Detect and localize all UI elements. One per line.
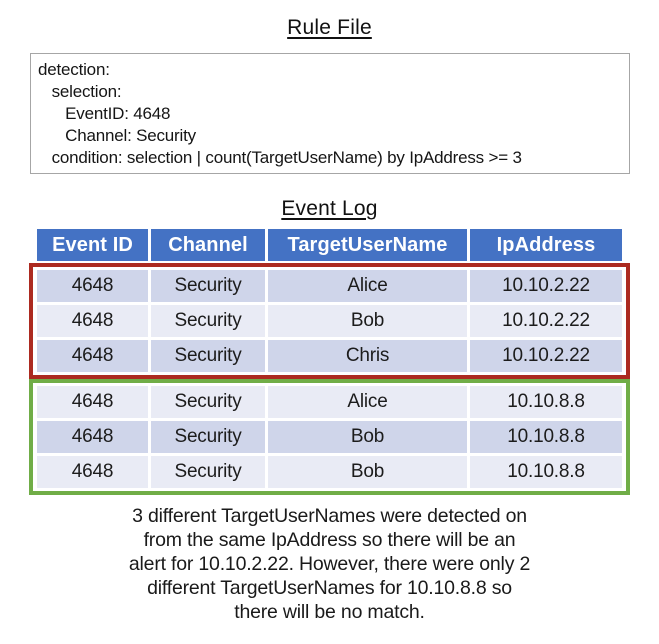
event-log-table: Event ID Channel TargetUserName IpAddres… — [29, 229, 630, 495]
cell-ipaddress: 10.10.2.22 — [470, 305, 622, 337]
table-row: 4648 Security Alice 10.10.2.22 — [37, 270, 622, 302]
cell-channel: Security — [151, 421, 265, 453]
rule-line-condition: condition: selection | count(TargetUserN… — [38, 148, 522, 167]
table-header-row: Event ID Channel TargetUserName IpAddres… — [37, 229, 622, 261]
table-row: 4648 Security Bob 10.10.8.8 — [37, 456, 622, 488]
cell-ipaddress: 10.10.2.22 — [470, 270, 622, 302]
rule-file-box: detection: selection: EventID: 4648 Chan… — [30, 53, 630, 174]
table-row: 4648 Security Bob 10.10.8.8 — [37, 421, 622, 453]
no-match-group-highlight-green: 4648 Security Alice 10.10.8.8 4648 Secur… — [29, 379, 630, 495]
caption-line: there will be no match. — [234, 601, 425, 623]
cell-event-id: 4648 — [37, 456, 148, 488]
cell-targetusername: Bob — [268, 421, 467, 453]
cell-event-id: 4648 — [37, 421, 148, 453]
rule-line-selection: selection: — [38, 82, 122, 101]
cell-event-id: 4648 — [37, 270, 148, 302]
cell-channel: Security — [151, 340, 265, 372]
cell-channel: Security — [151, 456, 265, 488]
cell-ipaddress: 10.10.8.8 — [470, 456, 622, 488]
cell-targetusername: Bob — [268, 456, 467, 488]
rule-line-detection: detection: — [38, 60, 110, 79]
header-ipaddress: IpAddress — [470, 229, 622, 261]
cell-targetusername: Alice — [268, 270, 467, 302]
header-targetusername: TargetUserName — [268, 229, 467, 261]
cell-event-id: 4648 — [37, 305, 148, 337]
cell-targetusername: Alice — [268, 386, 467, 418]
cell-targetusername: Chris — [268, 340, 467, 372]
cell-ipaddress: 10.10.8.8 — [470, 421, 622, 453]
header-event-id: Event ID — [37, 229, 148, 261]
cell-channel: Security — [151, 305, 265, 337]
table-row: 4648 Security Bob 10.10.2.22 — [37, 305, 622, 337]
event-log-title: Event Log — [281, 197, 378, 220]
cell-channel: Security — [151, 270, 265, 302]
caption-line: from the same IpAddress so there will be… — [143, 529, 516, 551]
caption-line: different TargetUserNames for 10.10.8.8 … — [147, 577, 512, 599]
cell-ipaddress: 10.10.2.22 — [470, 340, 622, 372]
caption-line: alert for 10.10.2.22. However, there wer… — [128, 553, 531, 575]
cell-channel: Security — [151, 386, 265, 418]
table-row: 4648 Security Chris 10.10.2.22 — [37, 340, 622, 372]
rule-line-eventid: EventID: 4648 — [38, 104, 171, 123]
cell-event-id: 4648 — [37, 340, 148, 372]
header-channel: Channel — [151, 229, 265, 261]
explanation-caption: 3 different TargetUserNames were detecte… — [0, 504, 659, 624]
rule-file-title: Rule File — [287, 16, 372, 39]
cell-ipaddress: 10.10.8.8 — [470, 386, 622, 418]
alert-group-highlight-red: 4648 Security Alice 10.10.2.22 4648 Secu… — [29, 263, 630, 379]
cell-targetusername: Bob — [268, 305, 467, 337]
table-row: 4648 Security Alice 10.10.8.8 — [37, 386, 622, 418]
cell-event-id: 4648 — [37, 386, 148, 418]
rule-line-channel: Channel: Security — [38, 126, 196, 145]
caption-line: 3 different TargetUserNames were detecte… — [132, 505, 527, 527]
